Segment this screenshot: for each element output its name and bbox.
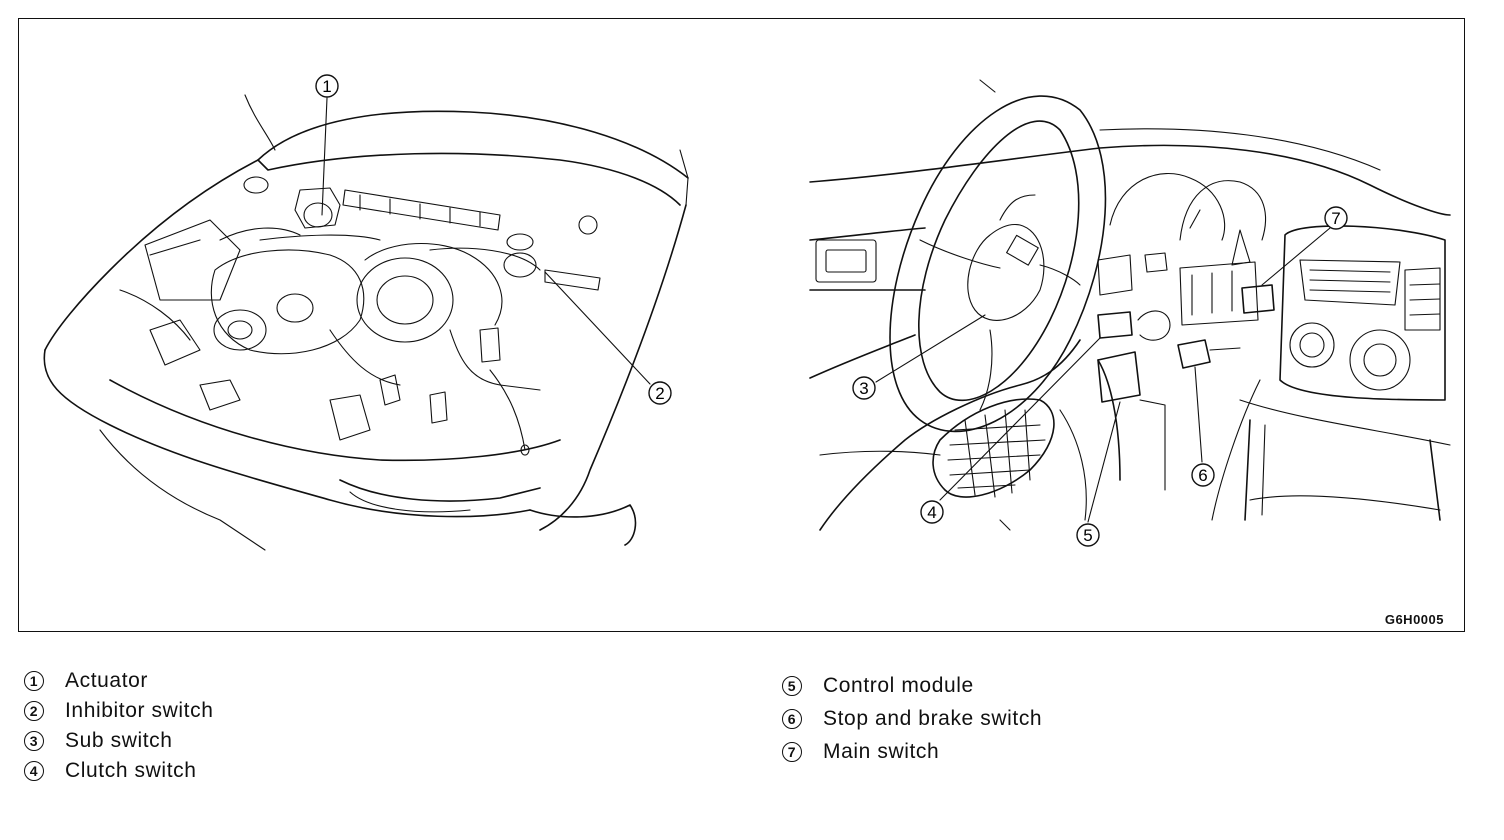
callout-5-number: 5 [1083, 526, 1092, 545]
legend-item: 7 Main switch [782, 735, 1042, 768]
callout-3: 3 [852, 376, 876, 400]
legend-label: Main switch [823, 739, 940, 763]
legend-number: 4 [24, 761, 44, 781]
legend-number: 2 [24, 701, 44, 721]
callout-4-number: 4 [927, 503, 936, 522]
legend-label: Clutch switch [65, 759, 197, 782]
callout-6: 6 [1191, 463, 1215, 487]
legend-label: Stop and brake switch [823, 706, 1043, 730]
legend-number: 1 [24, 671, 44, 691]
figure-code: G6H0005 [1384, 612, 1444, 627]
legend-number: 3 [24, 731, 44, 751]
legend-item: 1 Actuator [24, 666, 214, 696]
callout-3-number: 3 [859, 379, 868, 398]
legend-left: 1 Actuator 2 Inhibitor switch 3 Sub swit… [24, 666, 214, 786]
leader-lines [321, 97, 1331, 523]
callout-7: 7 [1324, 206, 1348, 230]
callout-1-number: 1 [322, 77, 331, 96]
legend-label: Actuator [65, 669, 149, 692]
legend-item: 3 Sub switch [24, 726, 214, 756]
engine-bay-illustration [43, 94, 689, 551]
cockpit-illustration [809, 79, 1451, 531]
legend-item: 6 Stop and brake switch [782, 702, 1042, 735]
legend-label: Control module [823, 673, 974, 697]
legend-item: 5 Control module [782, 669, 1042, 702]
legend-number: 5 [782, 675, 802, 696]
legend-number: 7 [782, 741, 802, 762]
legend-right: 5 Control module 6 Stop and brake switch… [782, 669, 1042, 768]
callout-5: 5 [1076, 523, 1100, 547]
legend-label: Inhibitor switch [65, 699, 214, 722]
callout-1: 1 [315, 74, 339, 98]
legend-item: 4 Clutch switch [24, 756, 214, 786]
callout-2-number: 2 [655, 384, 664, 403]
figure-frame [18, 18, 1465, 632]
legend-number: 6 [782, 708, 802, 729]
legend-item: 2 Inhibitor switch [24, 696, 214, 726]
callout-2: 2 [648, 381, 672, 405]
callout-6-number: 6 [1198, 466, 1207, 485]
callout-4: 4 [920, 500, 944, 524]
callout-7-number: 7 [1331, 209, 1340, 228]
legend-label: Sub switch [65, 729, 173, 752]
